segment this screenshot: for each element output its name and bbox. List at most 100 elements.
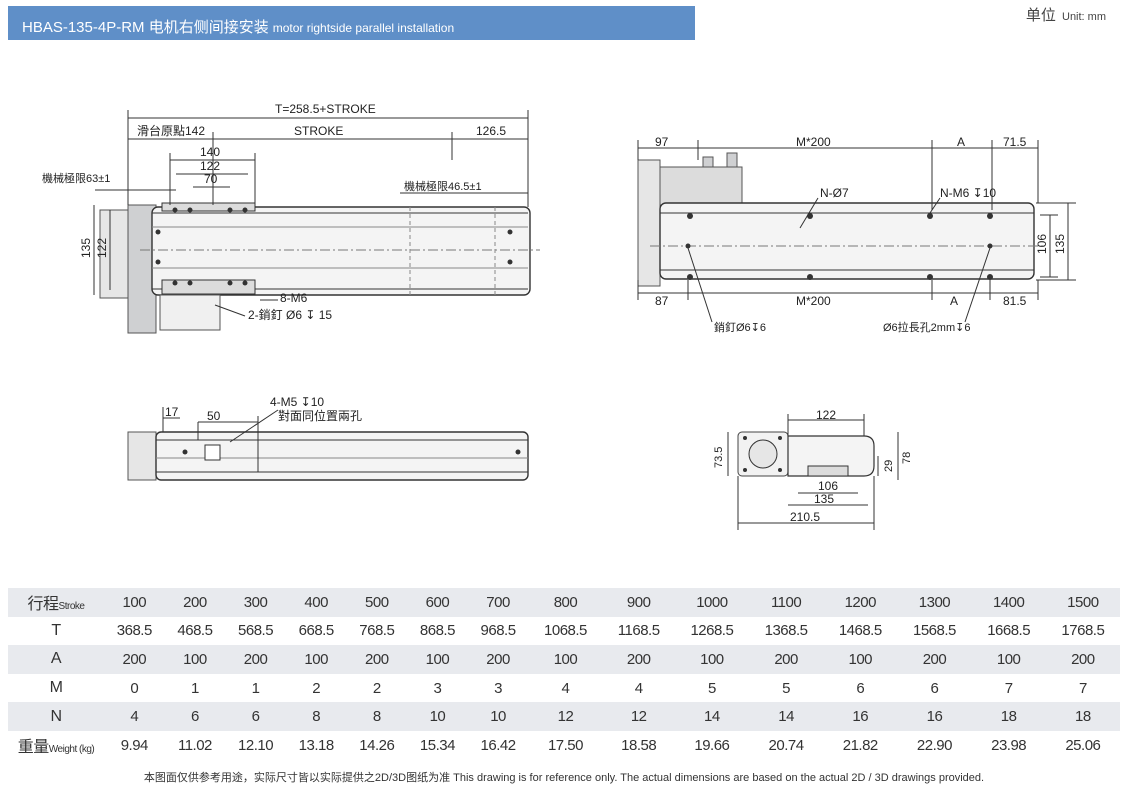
table-cell: 18	[971, 702, 1046, 731]
table-cell: 6	[897, 673, 972, 703]
label-thread-note: 對面同位置兩孔	[278, 408, 362, 423]
table-cell: 100	[164, 645, 226, 674]
table-cell: 3	[467, 673, 529, 703]
label-dim-87: 87	[655, 294, 669, 308]
title-en: motor rightside parallel installation	[272, 21, 455, 35]
table-cell: 100	[674, 645, 749, 674]
table-cell: 10	[407, 702, 468, 731]
table-cell: 468.5	[164, 616, 226, 646]
table-cell: 1200	[823, 588, 898, 617]
table-cell: 100	[971, 645, 1046, 674]
table-cell: 9.94	[104, 730, 165, 760]
table-cell: 4	[602, 673, 675, 703]
top-view-labels: T=258.5+STROKE 滑台原點142 STROKE 126.5 140 …	[42, 102, 506, 322]
table-cell: 12	[602, 702, 675, 731]
label-71-5: 71.5	[1003, 135, 1027, 149]
side-view	[127, 407, 529, 481]
table-cell: 25.06	[1045, 730, 1120, 760]
label-81-5: 81.5	[1003, 294, 1027, 308]
table-cell: 100	[528, 645, 603, 674]
label-stroke: STROKE	[294, 124, 343, 138]
table-cell: 15.34	[407, 730, 468, 760]
label-m200-top: M*200	[796, 135, 831, 149]
label-n-threads: N-M6 ↧10	[940, 186, 996, 200]
table-cell: 22.90	[897, 730, 972, 760]
table-cell: 8	[346, 702, 408, 731]
label-a-top: A	[957, 135, 965, 149]
table-cell: 600	[407, 588, 468, 617]
row-header: N	[8, 702, 104, 731]
table-cell: 868.5	[407, 616, 468, 646]
title-cn: HBAS-135-4P-RM 电机右侧间接安装	[22, 19, 269, 36]
table-cell: 568.5	[225, 616, 286, 646]
label-ev-73-5: 73.5	[713, 447, 725, 468]
table-cell: 11.02	[164, 730, 226, 760]
label-home: 滑台原點142	[137, 123, 205, 138]
table-cell: 1168.5	[602, 616, 675, 646]
table-cell: 1	[164, 673, 226, 703]
table-cell: 13.18	[285, 730, 347, 760]
unit-label: 单位 Unit: mm	[1026, 4, 1106, 25]
label-dim-50: 50	[207, 409, 221, 423]
unit-en: Unit: mm	[1062, 11, 1106, 23]
table-cell: 21.82	[823, 730, 898, 760]
table-cell: 6	[164, 702, 226, 731]
row-header-label: M	[49, 679, 63, 697]
table-cell: 2	[285, 673, 347, 703]
table-cell: 5	[674, 673, 749, 703]
table-cell: 8	[285, 702, 347, 731]
table-cell: 14	[674, 702, 749, 731]
label-height-135: 135	[79, 238, 93, 258]
label-ev-122: 122	[816, 408, 836, 422]
label-dim-140: 140	[200, 145, 220, 159]
end-view	[727, 414, 899, 530]
table-cell: 5	[748, 673, 824, 703]
row-header: M	[8, 673, 104, 703]
table-cell: 6	[823, 673, 898, 703]
table-cell: 200	[104, 645, 165, 674]
table-cell: 10	[467, 702, 529, 731]
label-a-bottom: A	[950, 294, 958, 308]
table-cell: 1500	[1045, 588, 1120, 617]
table-cell: 200	[897, 645, 972, 674]
label-dim-70: 70	[204, 172, 218, 186]
table-cell: 2	[346, 673, 408, 703]
label-dim-122: 122	[200, 159, 220, 173]
table-cell: 18	[1045, 702, 1120, 731]
table-cell: 1100	[748, 588, 824, 617]
table-cell: 1300	[897, 588, 972, 617]
table-cell: 100	[104, 588, 165, 617]
table-cell: 400	[285, 588, 347, 617]
table-cell: 700	[467, 588, 529, 617]
label-ev-78: 78	[901, 452, 913, 464]
table-cell: 1568.5	[897, 616, 972, 646]
side-view-labels: 17 50 4-M5 ↧10 對面同位置兩孔	[165, 395, 362, 423]
table-cell: 20.74	[748, 730, 824, 760]
row-header-label: T	[51, 621, 61, 639]
table-cell: 968.5	[467, 616, 529, 646]
table-cell: 12	[528, 702, 603, 731]
end-view-labels: 122 73.5 29 78 106 135 210.5	[713, 408, 913, 524]
table-cell: 6	[225, 702, 286, 731]
label-m200-bottom: M*200	[796, 294, 831, 308]
label-limit-right: 機械極限46.5±1	[404, 179, 482, 193]
label-ev-135: 135	[814, 492, 834, 506]
table-cell: 17.50	[528, 730, 603, 760]
label-total-length: T=258.5+STROKE	[275, 102, 376, 116]
label-dim-97: 97	[655, 135, 669, 149]
table-cell: 300	[225, 588, 286, 617]
table-cell: 200	[602, 645, 675, 674]
label-ev-29: 29	[883, 460, 895, 472]
table-cell: 3	[407, 673, 468, 703]
table-cell: 1000	[674, 588, 749, 617]
table-cell: 7	[1045, 673, 1120, 703]
label-n-holes: N-Ø7	[820, 186, 849, 200]
table-cell: 4	[104, 702, 165, 731]
row-header-label: 行程	[27, 596, 60, 614]
table-cell: 200	[467, 645, 529, 674]
